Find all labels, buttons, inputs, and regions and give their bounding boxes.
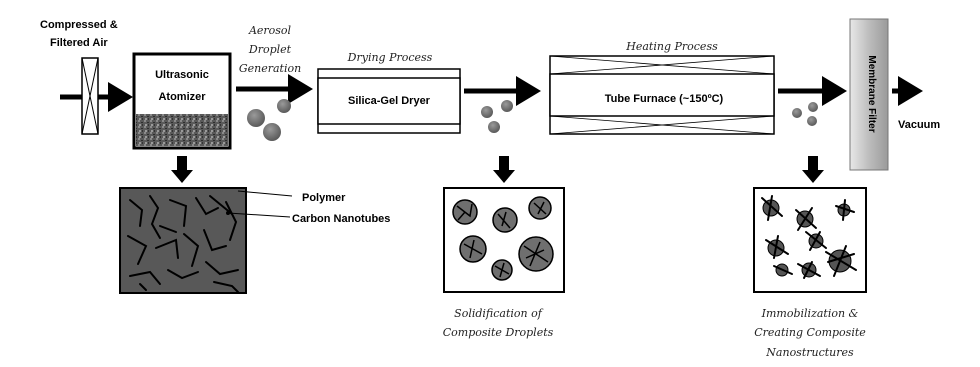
silica-gel-dryer [317, 68, 461, 134]
immobilization-label-line3: Nanostructures [765, 346, 854, 359]
atomizer-box [132, 52, 232, 150]
down-arrow-2 [493, 156, 515, 183]
solidification-label-line2: Composite Droplets [443, 326, 554, 339]
nanostructures-detail [753, 187, 867, 293]
drying-process-label: Drying Process [347, 51, 433, 64]
aerosol-label-line2: Droplet [248, 43, 292, 56]
polymer-label: Polymer [302, 192, 346, 204]
atomizer-label-line1: Ultrasonic [155, 69, 209, 81]
down-arrow-1 [171, 156, 193, 183]
furnace-label: Tube Furnace (~150ºC) [605, 93, 724, 105]
atomizer-label-line2: Atomizer [158, 91, 206, 103]
tube-furnace [549, 55, 775, 135]
polymer-pointer [237, 190, 293, 197]
solidified-droplets-detail [443, 187, 565, 293]
heating-process-label: Heating Process [625, 40, 718, 53]
suspension-detail [119, 187, 247, 294]
cnt-pointer-dot [226, 211, 230, 215]
aerosol-droplets [247, 99, 291, 141]
membrane-filter [849, 18, 889, 171]
solidification-label-line1: Solidification of [454, 307, 544, 320]
dried-droplets [481, 100, 513, 133]
input-label-line1: Compressed & [40, 19, 118, 31]
cnt-pointer [227, 212, 291, 218]
immobilization-label-line2: Creating Composite [754, 326, 866, 339]
cnt-label: Carbon Nanotubes [292, 213, 390, 225]
input-label-line2: Filtered Air [50, 37, 108, 49]
aerosol-label-line3: Generation [239, 62, 301, 75]
composite-particles [792, 102, 818, 126]
filter-label: Membrane Filter [866, 55, 877, 132]
aerosol-label-line1: Aerosol [248, 24, 292, 37]
inlet-filter [81, 57, 99, 135]
immobilization-label-line1: Immobilization & [761, 307, 859, 320]
dryer-label: Silica-Gel Dryer [348, 95, 431, 107]
down-arrow-3 [802, 156, 824, 183]
vacuum-label: Vacuum [898, 119, 940, 131]
